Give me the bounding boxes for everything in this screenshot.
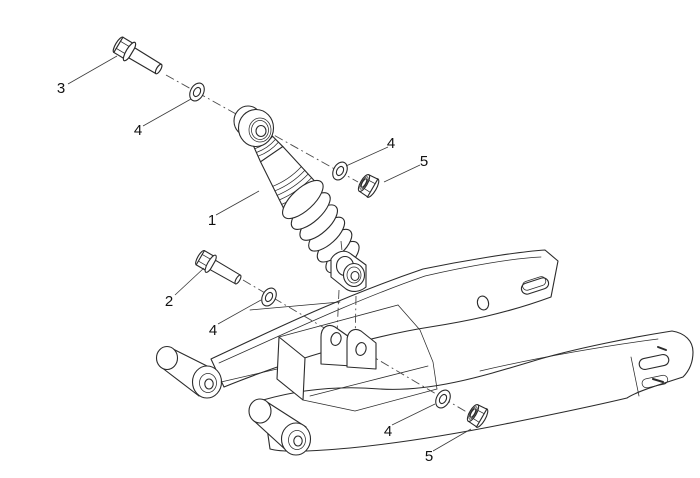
- leader-lines: [67, 55, 472, 452]
- axis-shock-drop-left: [336, 289, 340, 335]
- swingarm: [155, 249, 694, 456]
- callout-4b: 4: [387, 135, 395, 152]
- washer-upper-right: [329, 159, 351, 183]
- pivot-bushing-upper: [155, 345, 278, 399]
- upper-arm-slot: [520, 276, 550, 295]
- callout-2: 2: [165, 293, 173, 310]
- shock-mount-tabs: [320, 324, 377, 370]
- callout-3: 3: [57, 80, 65, 97]
- shock-absorber: [233, 105, 367, 292]
- callout-4d: 4: [384, 423, 392, 440]
- swingarm-cross-brace: [276, 304, 438, 412]
- shock-top-eye: [233, 105, 275, 148]
- washer-middle: [258, 285, 280, 309]
- pivot-bushing-lower: [248, 398, 312, 456]
- callout-5b: 5: [425, 448, 433, 465]
- bolt-upper: [109, 33, 167, 80]
- callouts: 3 4 1 4 5 2 4 4 5: [57, 80, 433, 465]
- callout-4c: 4: [209, 322, 217, 339]
- callout-1: 1: [208, 212, 216, 229]
- lower-arm-slot: [638, 353, 670, 371]
- nut-upper: [355, 171, 382, 200]
- callout-5a: 5: [420, 153, 428, 170]
- bolt-lower: [192, 247, 246, 290]
- swingarm-upper-arm: [210, 249, 559, 388]
- callout-4a: 4: [134, 122, 142, 139]
- shock-bottom-eye: [330, 250, 367, 292]
- upper-arm-hole: [476, 295, 490, 311]
- swingarm-lower-arm: [262, 330, 694, 452]
